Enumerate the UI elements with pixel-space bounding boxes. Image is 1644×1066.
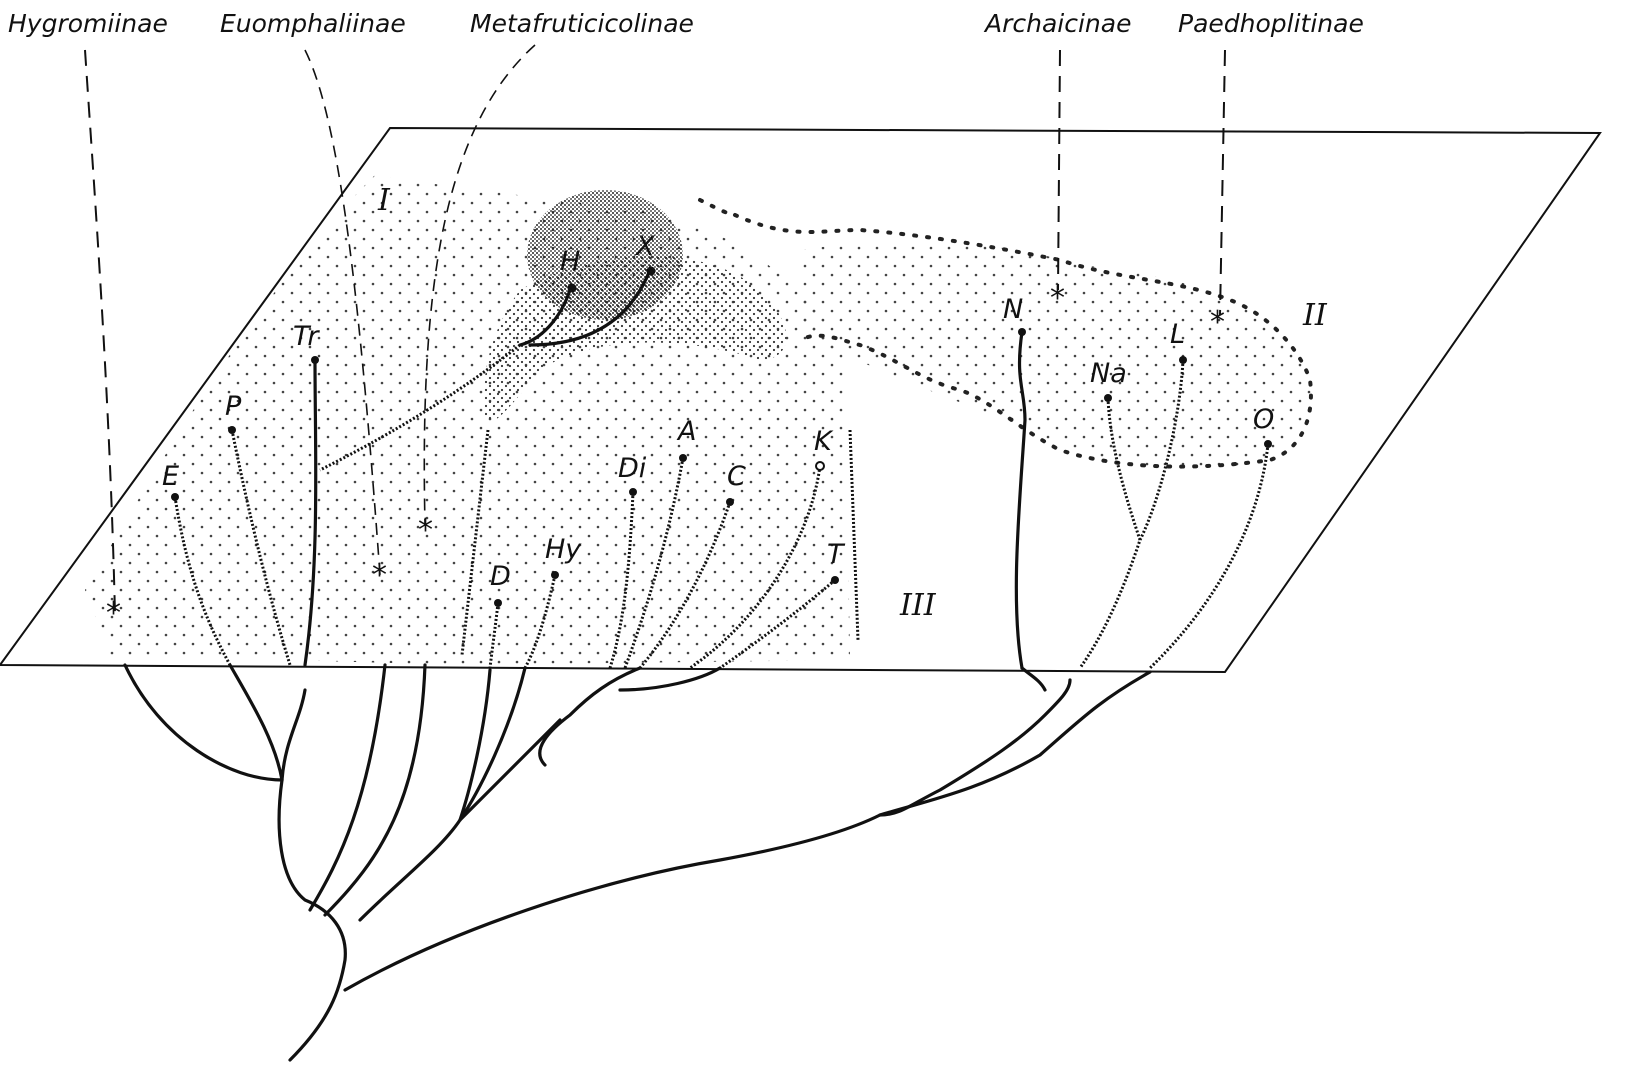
node-p	[228, 426, 236, 434]
leader-euomphaliinae	[304, 49, 381, 576]
region-ii-boundary-upper	[698, 198, 737, 217]
label-taxon-l: L	[1170, 319, 1185, 350]
node-h	[567, 283, 577, 293]
stem-t	[719, 578, 836, 670]
node-e	[171, 493, 179, 501]
stem-h-x	[518, 288, 572, 347]
node-a	[679, 454, 687, 462]
node-k	[815, 461, 825, 471]
plane-outline	[0, 126, 1602, 674]
region-iii-boundary-left	[460, 429, 490, 656]
node-tr	[311, 356, 319, 364]
stem-l	[1078, 359, 1185, 669]
stem-k	[689, 465, 822, 670]
label-taxon-x: X	[634, 231, 655, 262]
label-taxon-c: C	[727, 461, 746, 492]
region-ii-boundary	[733, 213, 1313, 469]
branch-euo	[308, 663, 387, 912]
asterisk-hygromiinae: *	[106, 596, 121, 631]
stem-p	[230, 429, 292, 666]
leader-paedhoplitinae	[1219, 49, 1226, 316]
branch-di-lower	[538, 666, 642, 767]
node-na	[1104, 394, 1112, 402]
label-taxon-e: E	[162, 461, 179, 492]
label-taxon-t: T	[827, 539, 846, 570]
leader-hygromiinae	[84, 49, 116, 616]
stem-hx-link	[319, 343, 521, 472]
branch-met	[323, 663, 427, 917]
stem-e	[173, 496, 232, 666]
label-taxon-o: O	[1253, 404, 1274, 435]
label-taxon-n: N	[1003, 294, 1023, 325]
label-taxon-di: Di	[618, 453, 647, 484]
stem-tr	[303, 358, 318, 667]
label-euomphaliinae: Euomphaliinae	[220, 9, 406, 38]
label-taxon-na: Na	[1090, 358, 1127, 389]
label-paedhoplitinae: Paedhoplitinae	[1178, 9, 1364, 38]
stem-d	[488, 602, 500, 669]
stem-n	[1014, 330, 1027, 670]
label-taxon-a: A	[676, 416, 696, 447]
node-o	[1264, 440, 1272, 448]
node-c	[726, 498, 734, 506]
asterisk-metafruticicolinae: *	[418, 513, 433, 548]
label-metafruticicolinae: Metafruticicolinae	[470, 9, 694, 38]
node-t	[831, 576, 839, 584]
branch-hyg	[123, 663, 284, 782]
label-region-i: I	[377, 183, 391, 218]
branch-d-lower	[458, 668, 492, 822]
label-taxon-tr: Tr	[293, 321, 320, 352]
asterisk-archaicinae: *	[1050, 281, 1065, 316]
branch-hy-lower	[458, 666, 527, 822]
branch-right-main	[343, 670, 1152, 992]
label-taxon-p: P	[225, 391, 242, 422]
stem-na	[1106, 397, 1142, 541]
stem-x	[528, 268, 652, 347]
stem-a	[623, 457, 685, 669]
node-di	[629, 488, 637, 496]
stem-o	[1148, 443, 1270, 670]
node-l	[1179, 356, 1187, 364]
label-archaicinae: Archaicinae	[983, 9, 1131, 38]
stem-hy	[523, 574, 557, 669]
region-i-area	[85, 175, 850, 665]
region-ii-area	[800, 241, 1312, 470]
asterisk-euomphaliinae: *	[372, 558, 387, 593]
label-taxon-hy: Hy	[545, 534, 582, 565]
node-hy	[551, 571, 559, 579]
branch-tr	[280, 688, 307, 782]
label-region-ii: II	[1302, 298, 1328, 333]
node-d	[494, 599, 502, 607]
asterisk-paedhoplitinae: *	[1210, 305, 1225, 340]
leader-archaicinae	[1057, 49, 1061, 291]
branch-p	[228, 663, 284, 782]
label-taxon-d: D	[490, 561, 511, 592]
branch-k-lower	[618, 666, 722, 692]
region-iii-boundary-right	[848, 429, 860, 641]
label-hygromiinae: Hygromiinae	[8, 9, 168, 38]
dense-cluster	[527, 190, 683, 320]
branch-right-inner	[878, 678, 1072, 817]
trunk	[277, 778, 347, 1062]
node-x	[646, 266, 656, 276]
label-region-iii: III	[899, 588, 937, 623]
branch-n-lower	[1020, 666, 1047, 692]
node-n	[1018, 328, 1026, 336]
label-taxon-k: K	[814, 426, 834, 457]
label-taxon-h: H	[560, 246, 580, 277]
